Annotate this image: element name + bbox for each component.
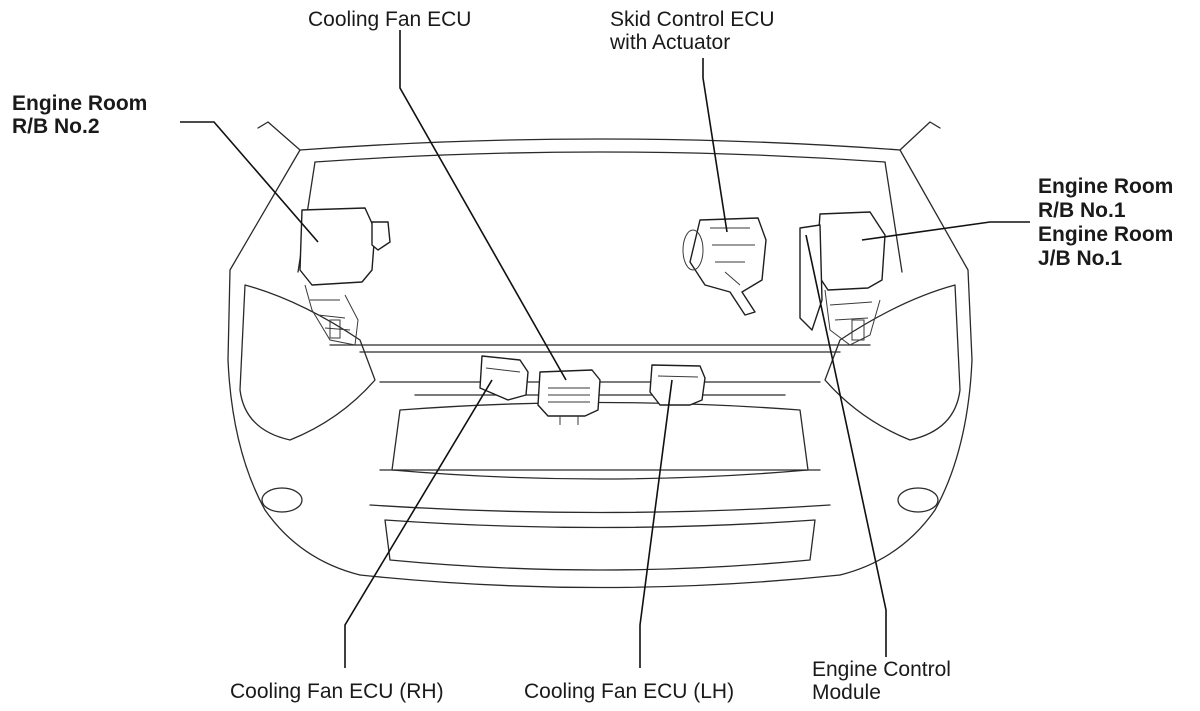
cooling-fan-ecu-rh-part bbox=[479, 355, 529, 401]
label-skid-control-ecu: Skid Control ECU with Actuator bbox=[610, 8, 775, 54]
label-cooling-fan-ecu-rh: Cooling Fan ECU (RH) bbox=[230, 680, 444, 703]
label-skid-control-ecu-line1: Skid Control ECU bbox=[610, 8, 775, 31]
leader-cooling-fan-ecu bbox=[399, 30, 567, 381]
label-engine-control-module-line1: Engine Control bbox=[812, 658, 951, 681]
label-cooling-fan-ecu-lh: Cooling Fan ECU (LH) bbox=[524, 680, 735, 703]
leader-skid-control-ecu bbox=[702, 58, 728, 233]
cooling-fan-ecu-part bbox=[537, 369, 601, 425]
skid-control-ecu-part bbox=[682, 217, 767, 316]
label-engine-room-rb1-line2: R/B No.1 bbox=[1038, 199, 1126, 222]
leader-engine-control-module bbox=[805, 234, 887, 657]
label-engine-control-module: Engine Control Module bbox=[812, 658, 951, 704]
cooling-fan-ecu-lh-part bbox=[649, 364, 706, 406]
label-cooling-fan-ecu: Cooling Fan ECU bbox=[308, 8, 472, 31]
engine-room-rb2-part bbox=[299, 207, 391, 346]
leader-lines bbox=[180, 30, 1030, 668]
leader-engine-room-rb2 bbox=[180, 121, 319, 243]
leader-engine-room-rb1 bbox=[861, 221, 1030, 241]
label-engine-room-rb1-line1: Engine Room bbox=[1038, 175, 1174, 198]
leader-cooling-fan-ecu-rh bbox=[344, 379, 493, 668]
label-engine-room-rb2: Engine Room R/B No.2 bbox=[12, 92, 147, 138]
label-skid-control-ecu-line2: with Actuator bbox=[610, 31, 731, 54]
label-engine-room-rb2-line2: R/B No.2 bbox=[12, 115, 100, 138]
label-engine-room-rb1-jb1: Engine Room R/B No.1 Engine Room J/B No.… bbox=[1038, 175, 1173, 271]
vehicle-outline bbox=[227, 121, 973, 589]
engine-room-rb1-jb1-part bbox=[799, 211, 886, 346]
leader-cooling-fan-ecu-lh bbox=[639, 379, 673, 668]
label-engine-room-jb1-line2: J/B No.1 bbox=[1038, 247, 1123, 270]
label-engine-room-rb2-line1: Engine Room bbox=[12, 92, 148, 115]
label-engine-room-jb1-line1: Engine Room bbox=[1038, 223, 1174, 246]
label-engine-control-module-line2: Module bbox=[812, 681, 881, 704]
